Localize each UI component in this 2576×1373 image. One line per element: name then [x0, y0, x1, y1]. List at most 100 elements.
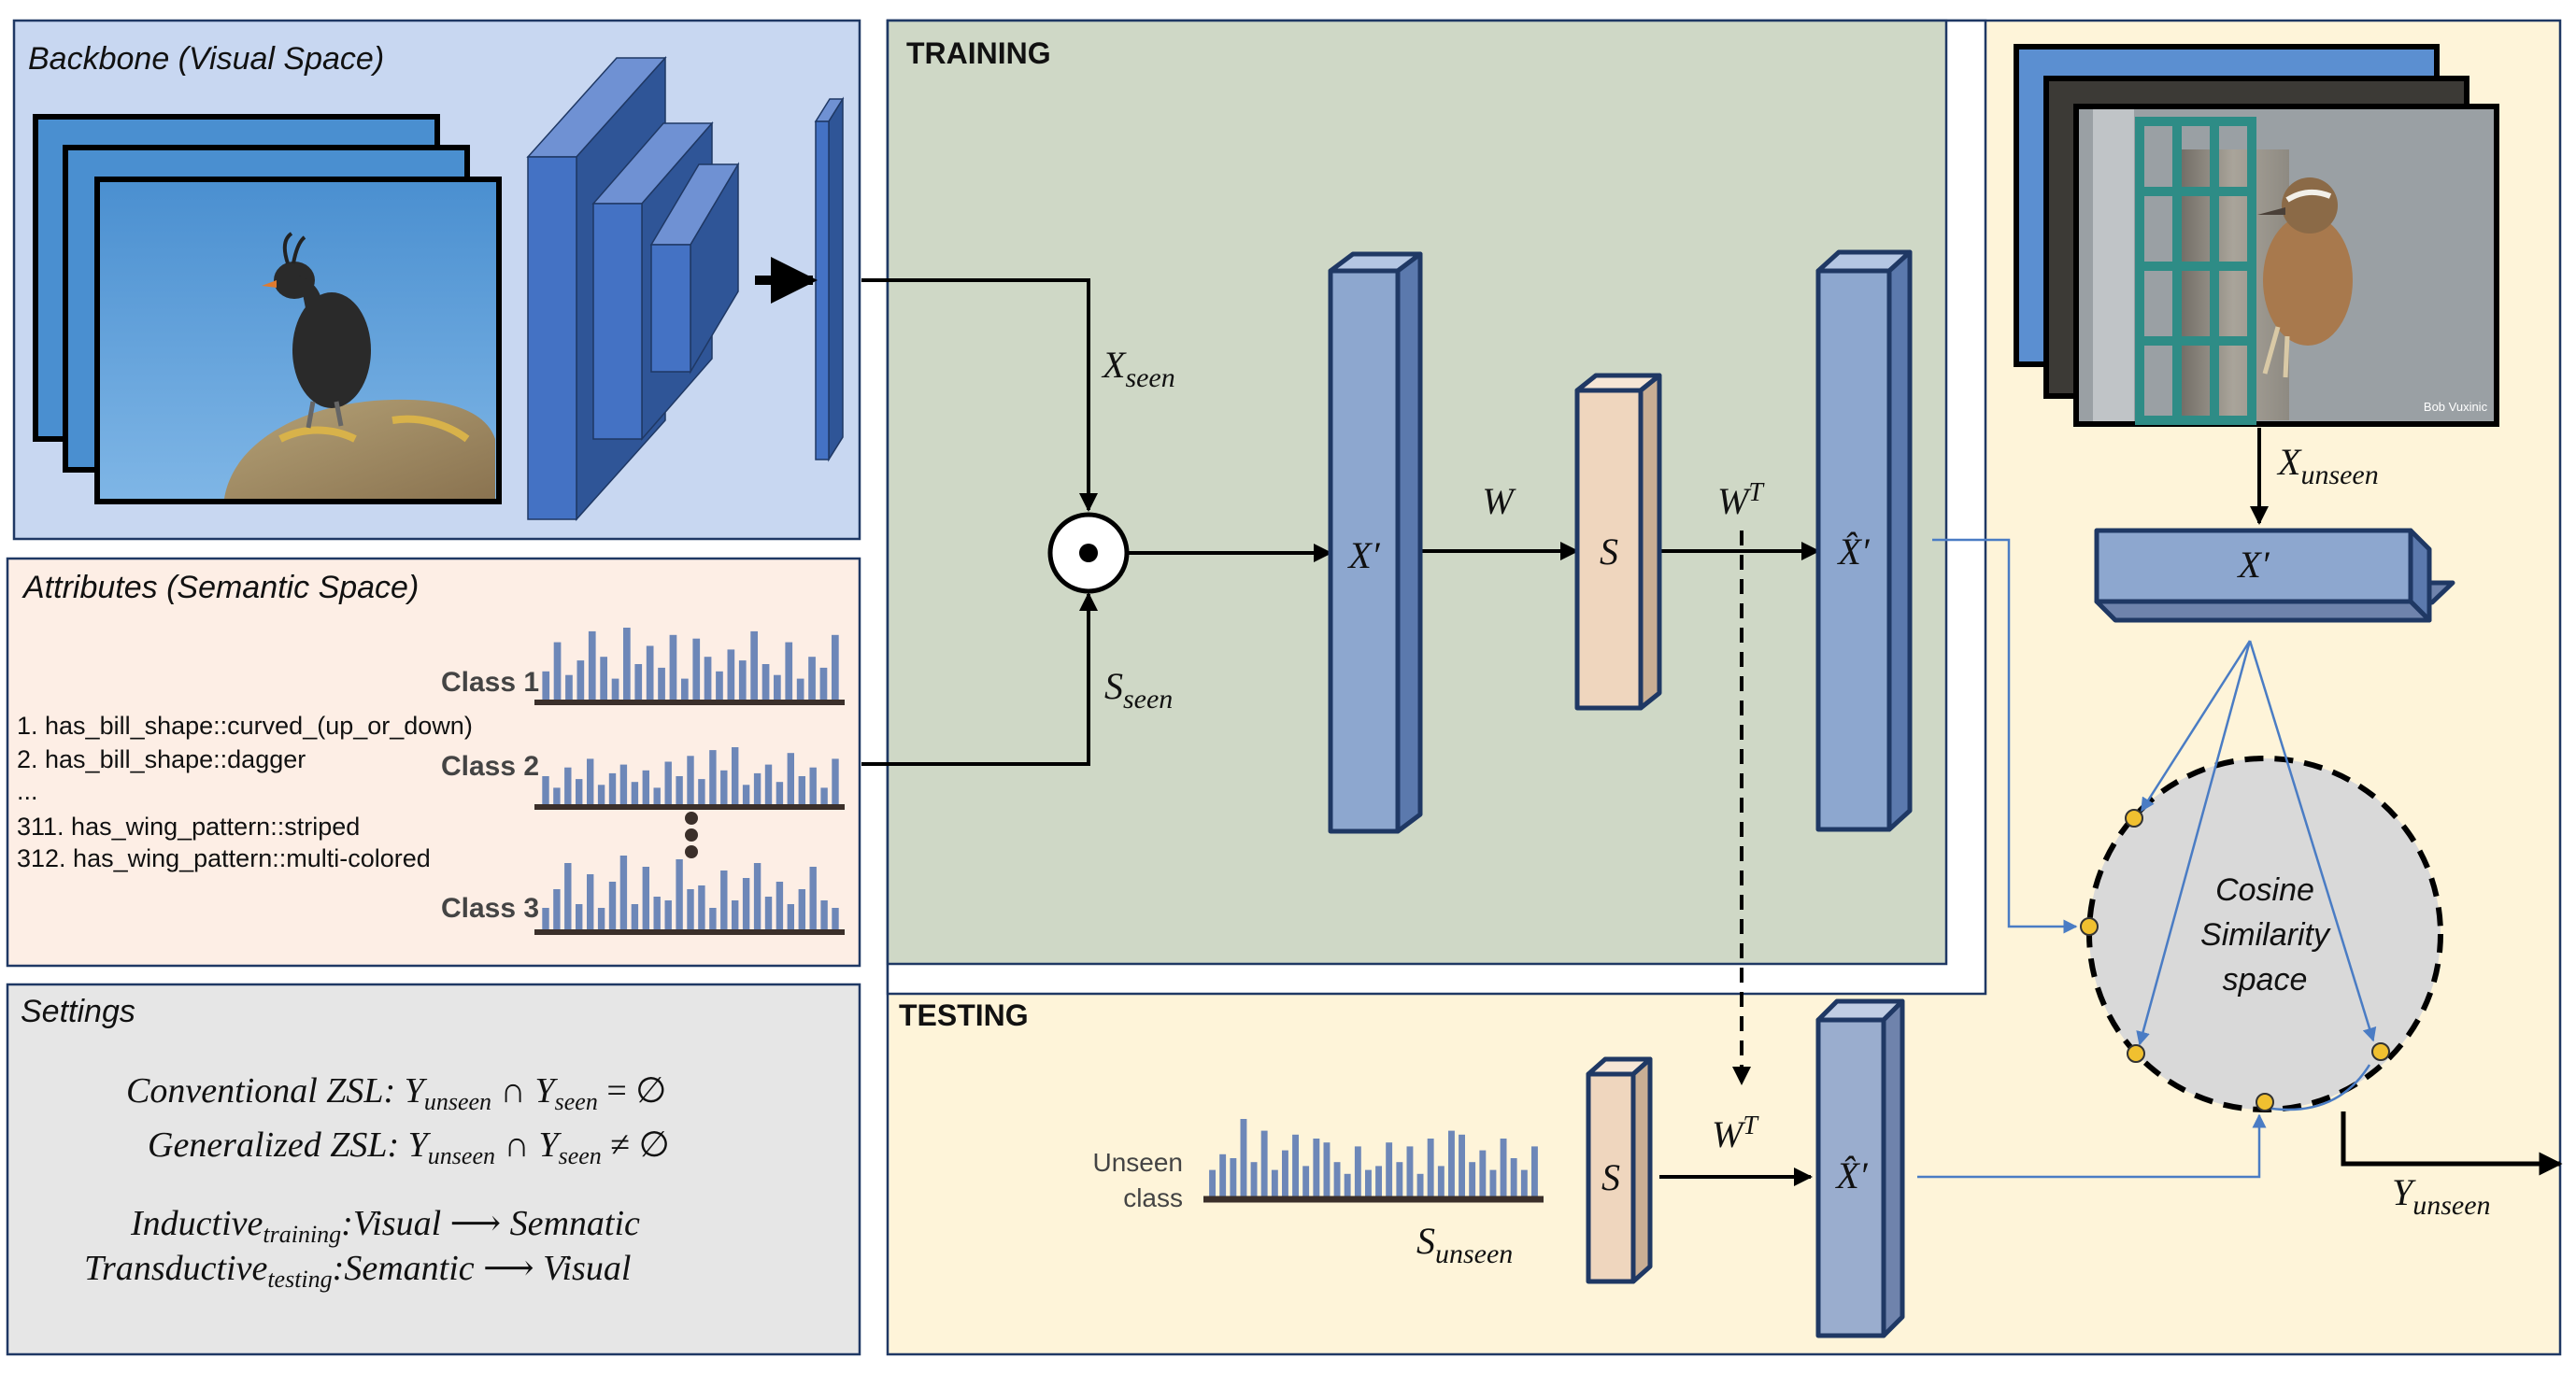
attribute-bar	[646, 645, 654, 701]
wt-training-label: WT	[1717, 478, 1765, 522]
attribute-bar	[619, 856, 628, 930]
attribute-bar	[787, 753, 794, 805]
xhat-testing-label: X̂′	[1834, 1154, 1868, 1196]
attribute-bar	[753, 772, 761, 805]
class-1-attribute-bars	[542, 628, 839, 701]
attribute-bar	[1469, 1162, 1476, 1197]
attribute-bar	[1250, 1162, 1258, 1197]
attribute-bar	[750, 630, 758, 701]
attribute-bar	[1375, 1166, 1382, 1197]
cosine-point	[2080, 917, 2099, 936]
attribute-bar	[687, 889, 694, 930]
attribute-bar	[1354, 1146, 1361, 1197]
attribute-bar	[588, 630, 596, 701]
attribute-bar	[669, 634, 677, 701]
attribute-bar	[553, 889, 561, 930]
attribute-bar	[576, 904, 583, 930]
xprime-training-label: X′	[1346, 534, 1380, 576]
attribute-bar	[1510, 1158, 1517, 1197]
photo-credit: Bob Vuxinic	[2424, 400, 2488, 414]
cnn-backbone	[526, 56, 845, 521]
attribute-bar	[776, 882, 784, 930]
input-image-stack	[33, 114, 502, 504]
attribute-bar	[1344, 1173, 1351, 1197]
attribute-bar	[1282, 1150, 1288, 1197]
attribute-bar	[1459, 1134, 1465, 1197]
attribute-bar	[664, 761, 672, 805]
backbone-title: Backbone (Visual Space)	[28, 41, 384, 77]
attribute-bar	[623, 628, 631, 701]
attribute-bar	[727, 649, 735, 701]
attribute-bar	[720, 770, 728, 805]
vertical-ellipsis	[685, 812, 698, 858]
attribute-bar	[565, 674, 573, 701]
attribute-bar	[809, 767, 817, 805]
attribute-bar	[1230, 1158, 1237, 1197]
attribute-bar	[542, 776, 549, 805]
similarity-projection-lines	[1917, 538, 2377, 1179]
cosine-label-line3: space	[2223, 962, 2308, 998]
attribute-bar	[653, 787, 661, 805]
attribute-item: 1. has_bill_shape::curved_(up_or_down)	[17, 712, 473, 740]
settings-formulas: Conventional ZSL: Yunseen ∩ Yseen = ∅ Ge…	[84, 1071, 670, 1293]
attribute-bar	[1271, 1169, 1278, 1197]
attribute-bar	[564, 767, 572, 805]
attribute-bar	[587, 874, 594, 930]
attribute-bar	[832, 758, 839, 805]
attribute-bar	[1260, 1130, 1268, 1197]
attribute-bar	[542, 908, 549, 930]
attribute-bar	[1313, 1139, 1320, 1197]
attribute-bar	[798, 776, 805, 805]
attribute-bar	[796, 678, 804, 701]
attribute-bar	[692, 638, 701, 701]
class-2-label: Class 2	[441, 751, 539, 782]
attribute-bar	[1302, 1166, 1310, 1197]
xhat-training-tensor	[1815, 249, 1913, 832]
attribute-bar	[600, 657, 607, 701]
attribute-bar	[658, 667, 665, 701]
attribute-bar	[676, 859, 683, 930]
attribute-bar	[642, 770, 649, 805]
attribute-bar	[716, 671, 723, 701]
attribute-bar	[619, 764, 628, 805]
operator-center-dot	[1079, 544, 1098, 562]
cosine-point	[2256, 1093, 2274, 1111]
s-testing-label: S	[1601, 1156, 1620, 1198]
attribute-bar	[608, 772, 617, 805]
attribute-bar	[634, 664, 643, 701]
attribute-bar	[676, 776, 683, 805]
attribute-bar	[687, 756, 694, 805]
attribute-bar	[1292, 1134, 1299, 1197]
attribute-bar	[809, 867, 817, 930]
cosine-label-line1: Cosine	[2215, 872, 2314, 908]
unseen-class-label-2: class	[1123, 1183, 1183, 1212]
attribute-bar	[798, 889, 805, 930]
class-1-label: Class 1	[441, 667, 539, 698]
cosine-label-line2: Similarity	[2200, 917, 2331, 953]
attribute-bar	[742, 878, 750, 930]
attribute-bar	[681, 678, 689, 701]
settings-title: Settings	[21, 994, 135, 1029]
attribute-bar	[611, 678, 619, 701]
testing-title: TESTING	[899, 998, 1029, 1032]
x-seen-label: Xseen	[1101, 344, 1175, 393]
s-testing-tensor	[1586, 1056, 1653, 1284]
attribute-bar	[1333, 1162, 1341, 1197]
training-connectors	[861, 278, 1820, 766]
attribute-item: 312. has_wing_pattern::multi-colored	[17, 844, 431, 872]
attribute-bar	[820, 787, 828, 805]
attribute-bar	[1323, 1142, 1331, 1197]
attribute-bar	[553, 787, 561, 805]
attribute-bar	[732, 900, 739, 930]
attribute-bar	[664, 900, 672, 930]
attribute-bar	[832, 908, 839, 930]
xhat-testing-tensor	[1815, 998, 1905, 1338]
wt-testing-label: WT	[1712, 1111, 1759, 1155]
training-title: TRAINING	[906, 36, 1051, 70]
attribute-bar	[753, 863, 761, 930]
cosine-point	[2371, 1042, 2390, 1061]
attribute-bar	[587, 758, 594, 805]
unseen-attribute-bars	[1209, 1119, 1538, 1197]
attribute-bar	[1531, 1146, 1538, 1197]
